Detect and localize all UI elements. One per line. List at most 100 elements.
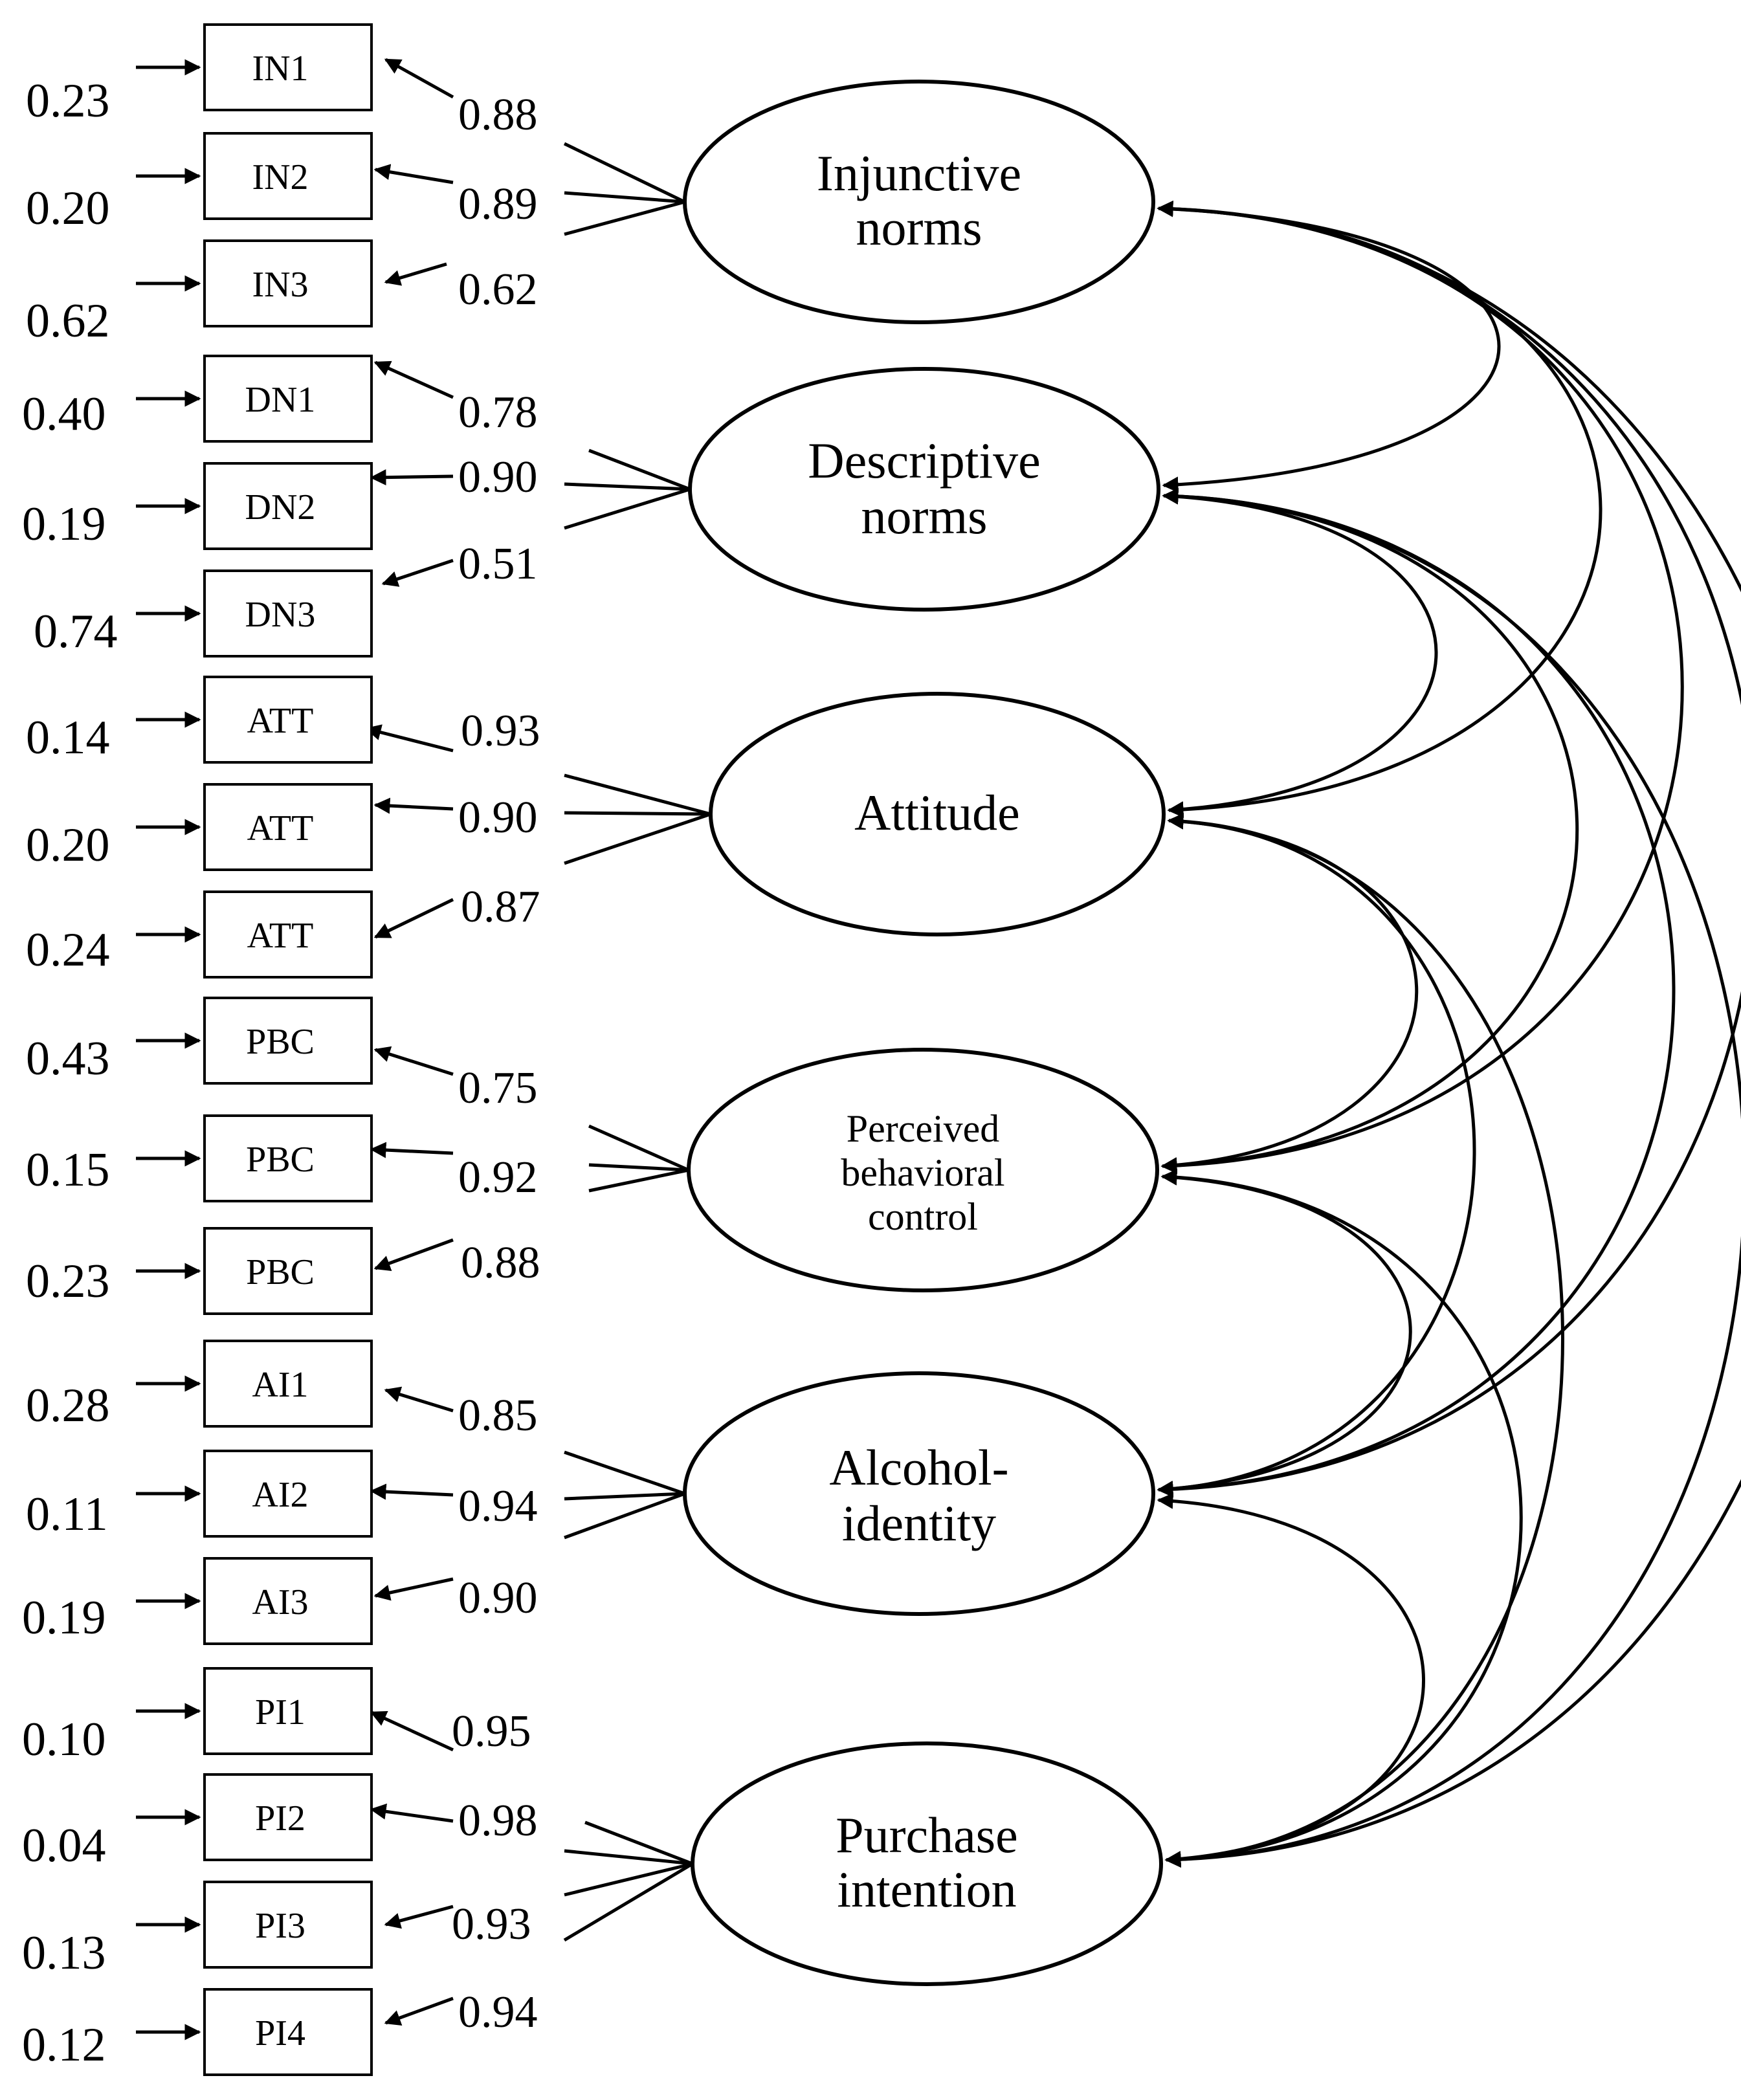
indicator-box bbox=[203, 1450, 373, 1538]
latent-variable-ellipse bbox=[687, 1048, 1159, 1292]
factor-loading-value: 0.92 bbox=[458, 1153, 538, 1202]
error-variance-value: 0.04 bbox=[22, 1819, 106, 1872]
indicator-box bbox=[203, 132, 373, 220]
loading-path bbox=[564, 191, 685, 204]
error-variance-value: 0.13 bbox=[22, 1927, 106, 1980]
indicator-box bbox=[203, 462, 373, 550]
indicator-box bbox=[203, 1881, 373, 1969]
loading-arrow bbox=[373, 164, 454, 184]
factor-loading-value: 0.93 bbox=[452, 1899, 531, 1949]
loading-arrow bbox=[384, 1996, 454, 2026]
error-variance-value: 0.24 bbox=[26, 923, 110, 977]
factor-loading-value: 0.88 bbox=[461, 1238, 540, 1288]
covariance-path bbox=[1162, 488, 1741, 1868]
latent-variable-label: behavioral bbox=[841, 1151, 1004, 1194]
latent-variable-label: Descriptive bbox=[808, 432, 1041, 489]
indicator-label: ATT bbox=[247, 701, 314, 741]
latent-variable-label: control bbox=[868, 1195, 978, 1238]
indicator-box bbox=[203, 355, 373, 443]
loading-arrow bbox=[384, 1905, 454, 1929]
factor-loading-value: 0.90 bbox=[458, 1573, 538, 1623]
loading-path bbox=[584, 1820, 693, 1866]
factor-loading-value: 0.75 bbox=[458, 1063, 538, 1113]
loading-arrow bbox=[373, 360, 454, 399]
indicator-box bbox=[203, 783, 373, 871]
factor-loading-value: 0.88 bbox=[458, 90, 538, 140]
indicator-label: PBC bbox=[246, 1252, 315, 1292]
loading-arrow bbox=[373, 1238, 454, 1271]
factor-loading-value: 0.93 bbox=[461, 706, 540, 756]
latent-variable-label: Perceived bbox=[847, 1107, 1000, 1150]
error-variance-value: 0.14 bbox=[26, 711, 110, 764]
error-variance-value: 0.62 bbox=[26, 294, 110, 348]
covariance-path bbox=[1157, 201, 1501, 493]
indicator-box bbox=[203, 890, 373, 978]
indicator-label: ATT bbox=[247, 808, 314, 848]
loading-path bbox=[588, 448, 691, 491]
indicator-box bbox=[203, 997, 373, 1085]
loading-path bbox=[563, 142, 686, 204]
factor-loading-value: 0.95 bbox=[452, 1707, 531, 1756]
loading-path bbox=[564, 812, 711, 865]
loading-arrow bbox=[384, 262, 447, 286]
indicator-box bbox=[203, 1114, 373, 1202]
loading-arrow bbox=[370, 469, 454, 486]
covariance-path bbox=[1157, 1169, 1412, 1497]
covariance-path bbox=[1160, 813, 1419, 1173]
loading-arrow bbox=[384, 58, 454, 99]
error-variance-value: 0.19 bbox=[22, 498, 106, 551]
indicator-label: AI1 bbox=[252, 1365, 308, 1405]
factor-loading-value: 0.94 bbox=[458, 1481, 538, 1531]
error-variance-value: 0.15 bbox=[26, 1144, 110, 1197]
indicator-box bbox=[203, 1773, 373, 1861]
covariance-path bbox=[1160, 1169, 1523, 1868]
latent-variable-label: Attitude bbox=[854, 784, 1020, 841]
latent-variable-label: Purchase bbox=[836, 1807, 1018, 1863]
indicator-label: PBC bbox=[246, 1140, 315, 1180]
indicator-label: IN3 bbox=[252, 265, 308, 305]
covariance-path bbox=[1157, 201, 1741, 1498]
loading-arrow bbox=[373, 1046, 454, 1076]
loading-arrow bbox=[373, 898, 454, 939]
factor-loading-value: 0.89 bbox=[458, 179, 538, 229]
factor-loading-value: 0.85 bbox=[458, 1391, 538, 1441]
factor-loading-value: 0.94 bbox=[458, 1987, 538, 2037]
latent-variable-ellipse bbox=[683, 1371, 1155, 1616]
latent-variable-ellipse bbox=[688, 367, 1160, 612]
factor-loading-value: 0.90 bbox=[458, 452, 538, 502]
covariance-path bbox=[1157, 1492, 1425, 1868]
factor-loading-value: 0.98 bbox=[458, 1796, 538, 1846]
factor-loading-value: 0.78 bbox=[458, 388, 538, 437]
error-variance-value: 0.12 bbox=[22, 2018, 106, 2072]
covariance-path bbox=[1164, 813, 1564, 1868]
error-variance-value: 0.20 bbox=[26, 819, 110, 872]
latent-variable-label: norms bbox=[856, 199, 982, 256]
loading-path bbox=[564, 487, 691, 530]
indicator-label: PBC bbox=[246, 1022, 315, 1062]
covariance-path bbox=[1157, 201, 1602, 818]
latent-variable-ellipse bbox=[709, 692, 1166, 936]
error-variance-value: 0.40 bbox=[22, 388, 106, 441]
latent-variable-label: norms bbox=[861, 488, 988, 544]
latent-variable-label: intention bbox=[837, 1861, 1016, 1918]
latent-variable-label: Injunctive bbox=[817, 145, 1021, 201]
indicator-label: DN2 bbox=[245, 487, 316, 527]
indicator-label: PI2 bbox=[255, 1798, 305, 1839]
indicator-box bbox=[203, 569, 373, 658]
loading-path bbox=[564, 1492, 685, 1540]
loading-arrow bbox=[373, 1577, 454, 1601]
indicator-label: DN1 bbox=[245, 380, 316, 420]
indicator-box bbox=[203, 676, 373, 764]
indicator-label: ATT bbox=[247, 916, 314, 956]
latent-variable-label: identity bbox=[842, 1495, 996, 1551]
loading-arrow bbox=[373, 797, 454, 814]
loading-path bbox=[564, 1862, 693, 1897]
loading-path bbox=[564, 1492, 685, 1501]
covariance-path bbox=[1160, 488, 1579, 1174]
loading-path bbox=[563, 1862, 694, 1942]
error-variance-value: 0.23 bbox=[26, 74, 110, 127]
loading-arrow bbox=[370, 1142, 454, 1158]
loading-path bbox=[564, 1849, 693, 1866]
loading-arrow bbox=[381, 558, 454, 587]
indicator-box bbox=[203, 239, 373, 327]
